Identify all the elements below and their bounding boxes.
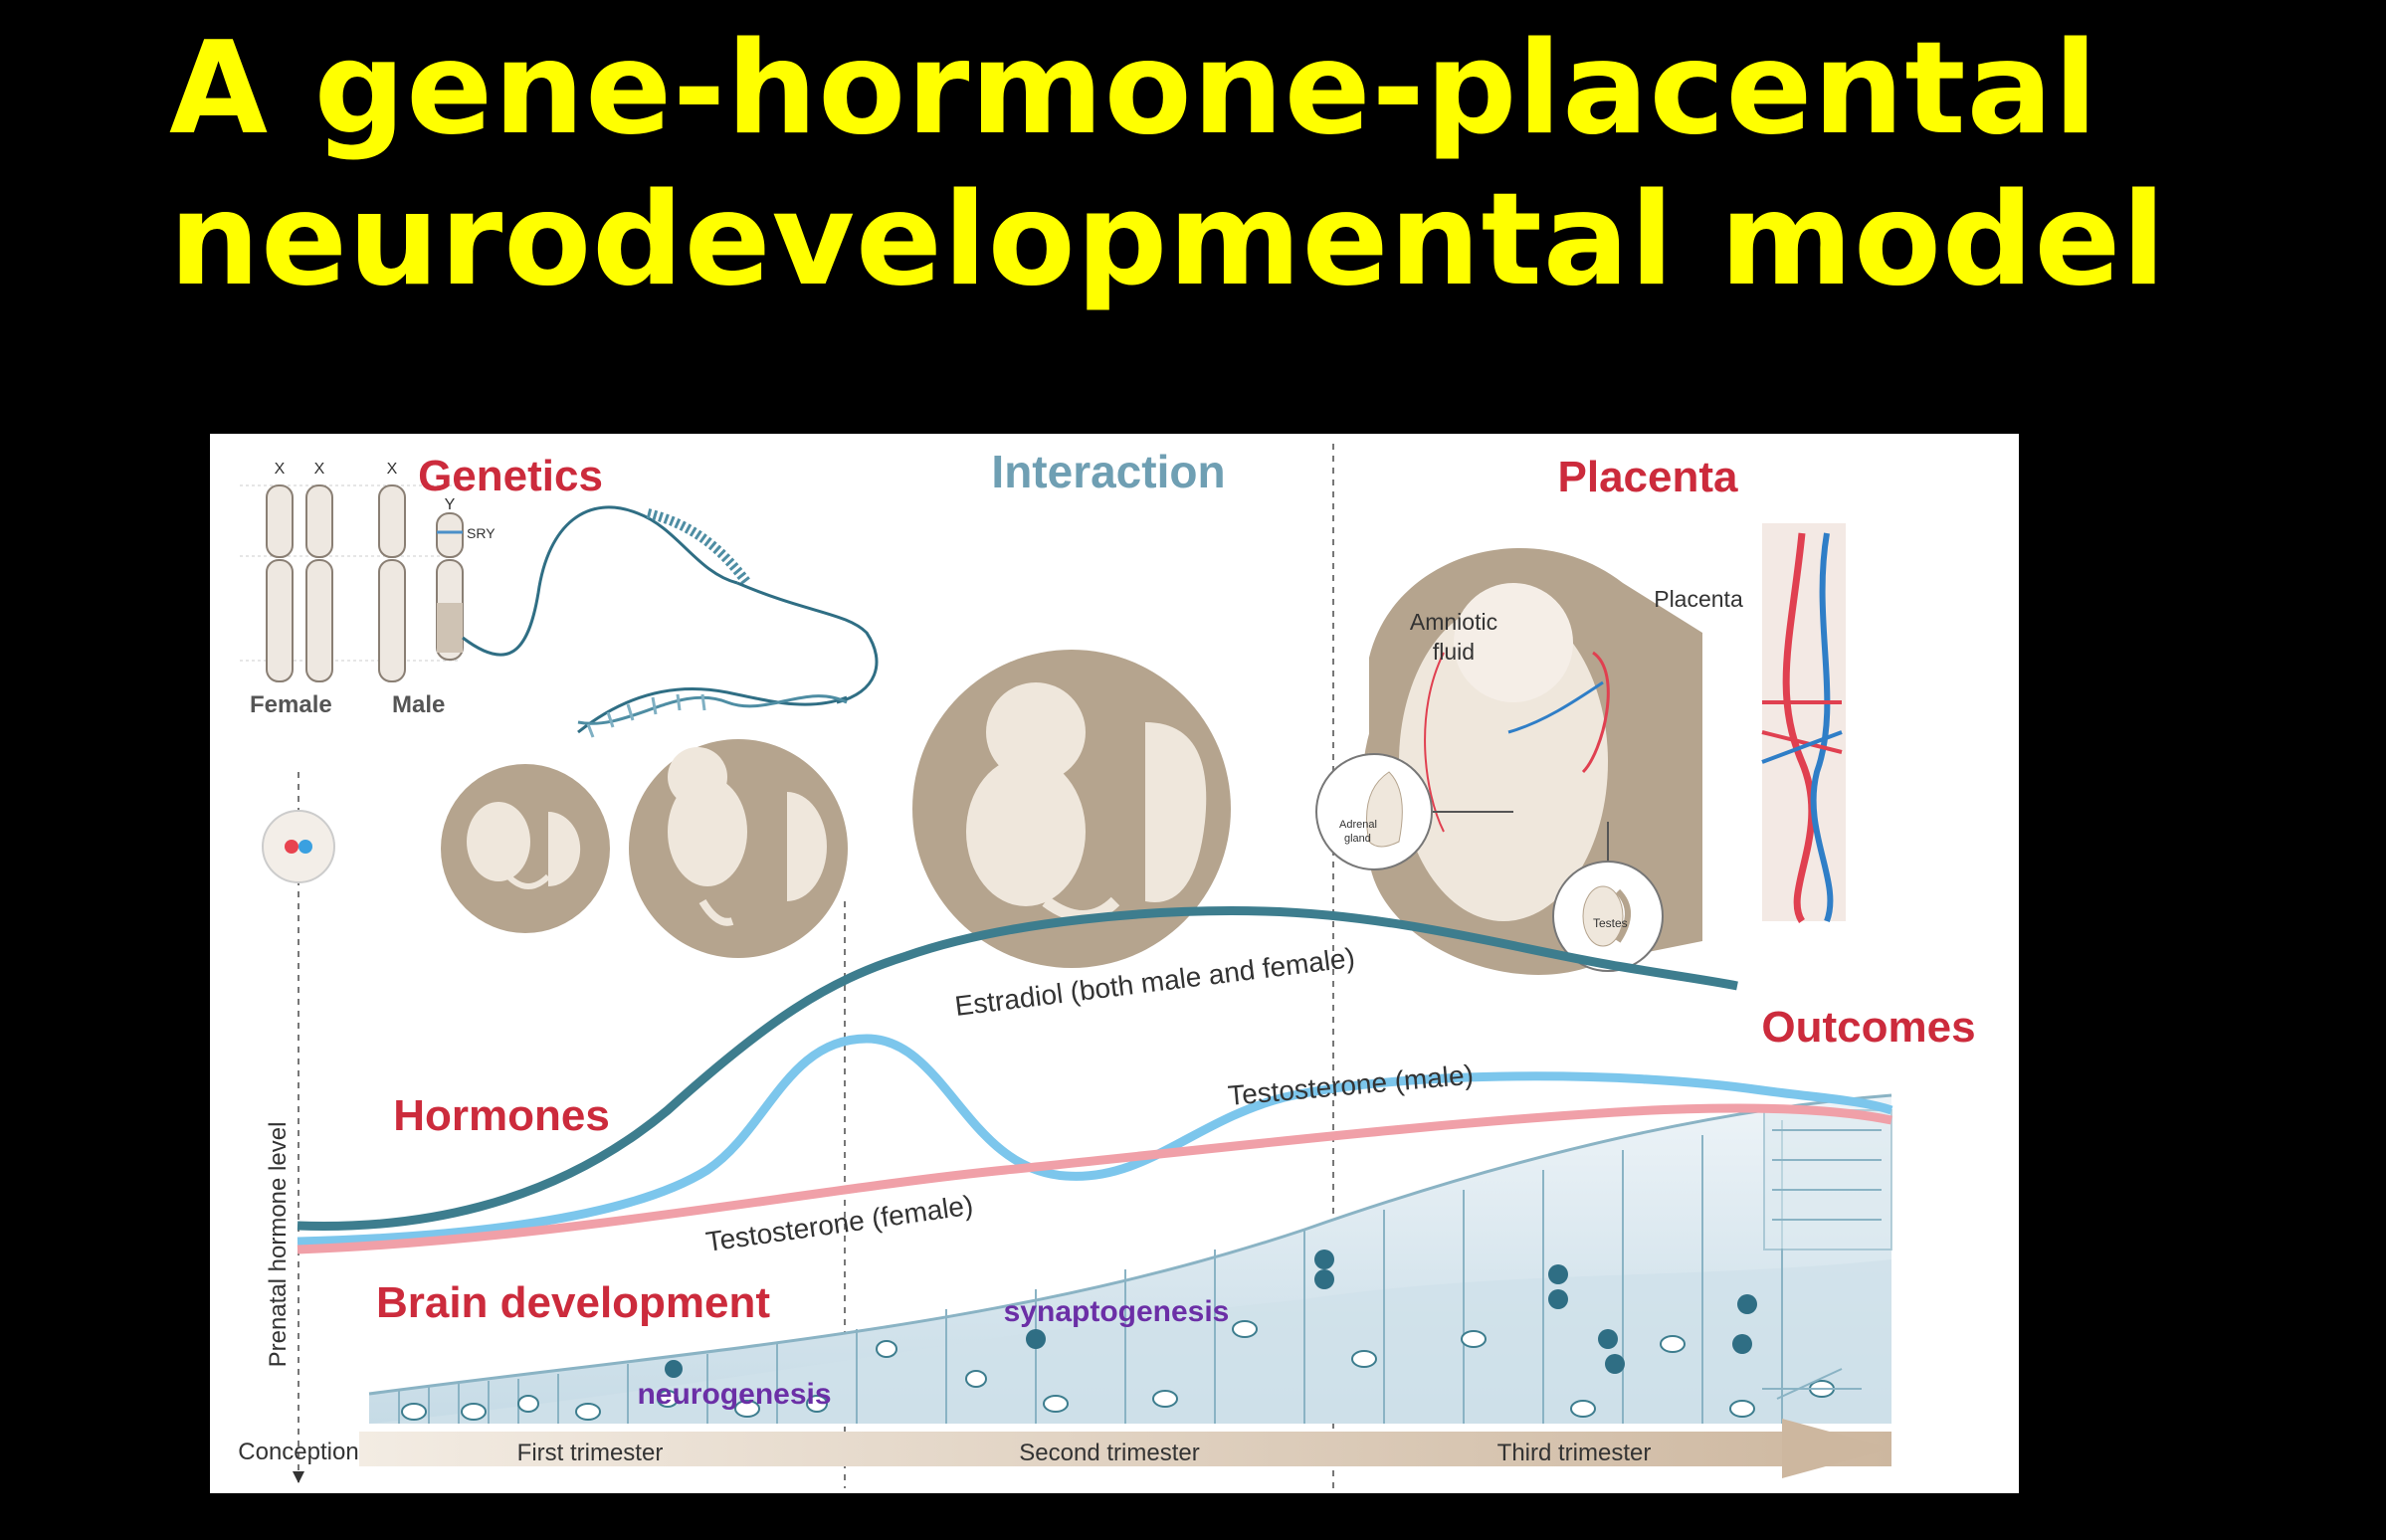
label-conception: Conception	[238, 1439, 358, 1465]
label-testosterone-male: Testosterone (male)	[1227, 1059, 1475, 1111]
radial-glia-fibers	[398, 1120, 1783, 1424]
label-placenta-anatomy: Placenta	[1654, 586, 1743, 612]
label-first-trimester: First trimester	[517, 1440, 664, 1466]
zygote-icon	[262, 810, 335, 883]
brain-development-band	[368, 1093, 1892, 1424]
label-x-1: X	[275, 461, 286, 478]
estradiol-curve	[297, 906, 1738, 1231]
label-y: Y	[445, 496, 456, 513]
label-neurogenesis: neurogenesis	[637, 1378, 831, 1411]
label-gland: gland	[1344, 833, 1371, 845]
chromosome-group: X X X Y SRY Female Male	[240, 461, 496, 718]
fetus-week-20-icon	[912, 650, 1231, 968]
female-chromosomes	[266, 484, 333, 682]
label-genetics: Genetics	[418, 452, 603, 500]
label-adrenal: Adrenal	[1339, 819, 1377, 831]
label-placenta: Placenta	[1558, 453, 1739, 501]
label-third-trimester: Third trimester	[1497, 1440, 1652, 1466]
testosterone-female-curve	[297, 1103, 1892, 1254]
dna-helix-icon	[462, 505, 879, 738]
synapse-network	[1762, 1109, 1892, 1400]
title-line-2: neurodevelopmental model	[169, 166, 2167, 314]
diagram-canvas: X X X Y SRY Female Male	[238, 444, 1976, 1488]
label-hormones: Hormones	[393, 1091, 610, 1140]
label-x-2: X	[314, 461, 325, 478]
label-outcomes: Outcomes	[1761, 1003, 1975, 1052]
male-chromosomes	[378, 484, 464, 682]
title-line-1: A gene-hormone-placental	[169, 15, 2098, 163]
label-testes: Testes	[1593, 916, 1628, 930]
label-amniotic: Amniotic	[1410, 609, 1497, 635]
label-female: Female	[250, 691, 332, 718]
testes-callout: Testes	[1552, 822, 1664, 972]
label-synaptogenesis: synaptogenesis	[1004, 1295, 1230, 1328]
embryo-week-12-icon	[629, 739, 848, 958]
testosterone-male-curve	[297, 1034, 1893, 1247]
model-diagram: X X X Y SRY Female Male	[210, 434, 2019, 1493]
slide-title: A gene-hormone-placental neurodevelopmen…	[169, 14, 2308, 316]
trimester-timeline: Conception First trimester Second trimes…	[238, 1419, 1891, 1483]
label-x-3: X	[387, 461, 398, 478]
label-male: Male	[392, 691, 445, 718]
label-brain-development: Brain development	[376, 1278, 770, 1327]
adrenal-gland-callout: Adrenal gland	[1315, 753, 1513, 870]
label-second-trimester: Second trimester	[1019, 1440, 1199, 1466]
embryo-week-8-icon	[441, 764, 610, 933]
label-fluid: fluid	[1433, 639, 1475, 665]
label-sry: SRY	[467, 525, 496, 541]
label-y-axis: Prenatal hormone level	[265, 1122, 292, 1368]
migrating-neurons	[665, 1250, 1757, 1378]
label-interaction: Interaction	[991, 446, 1225, 497]
